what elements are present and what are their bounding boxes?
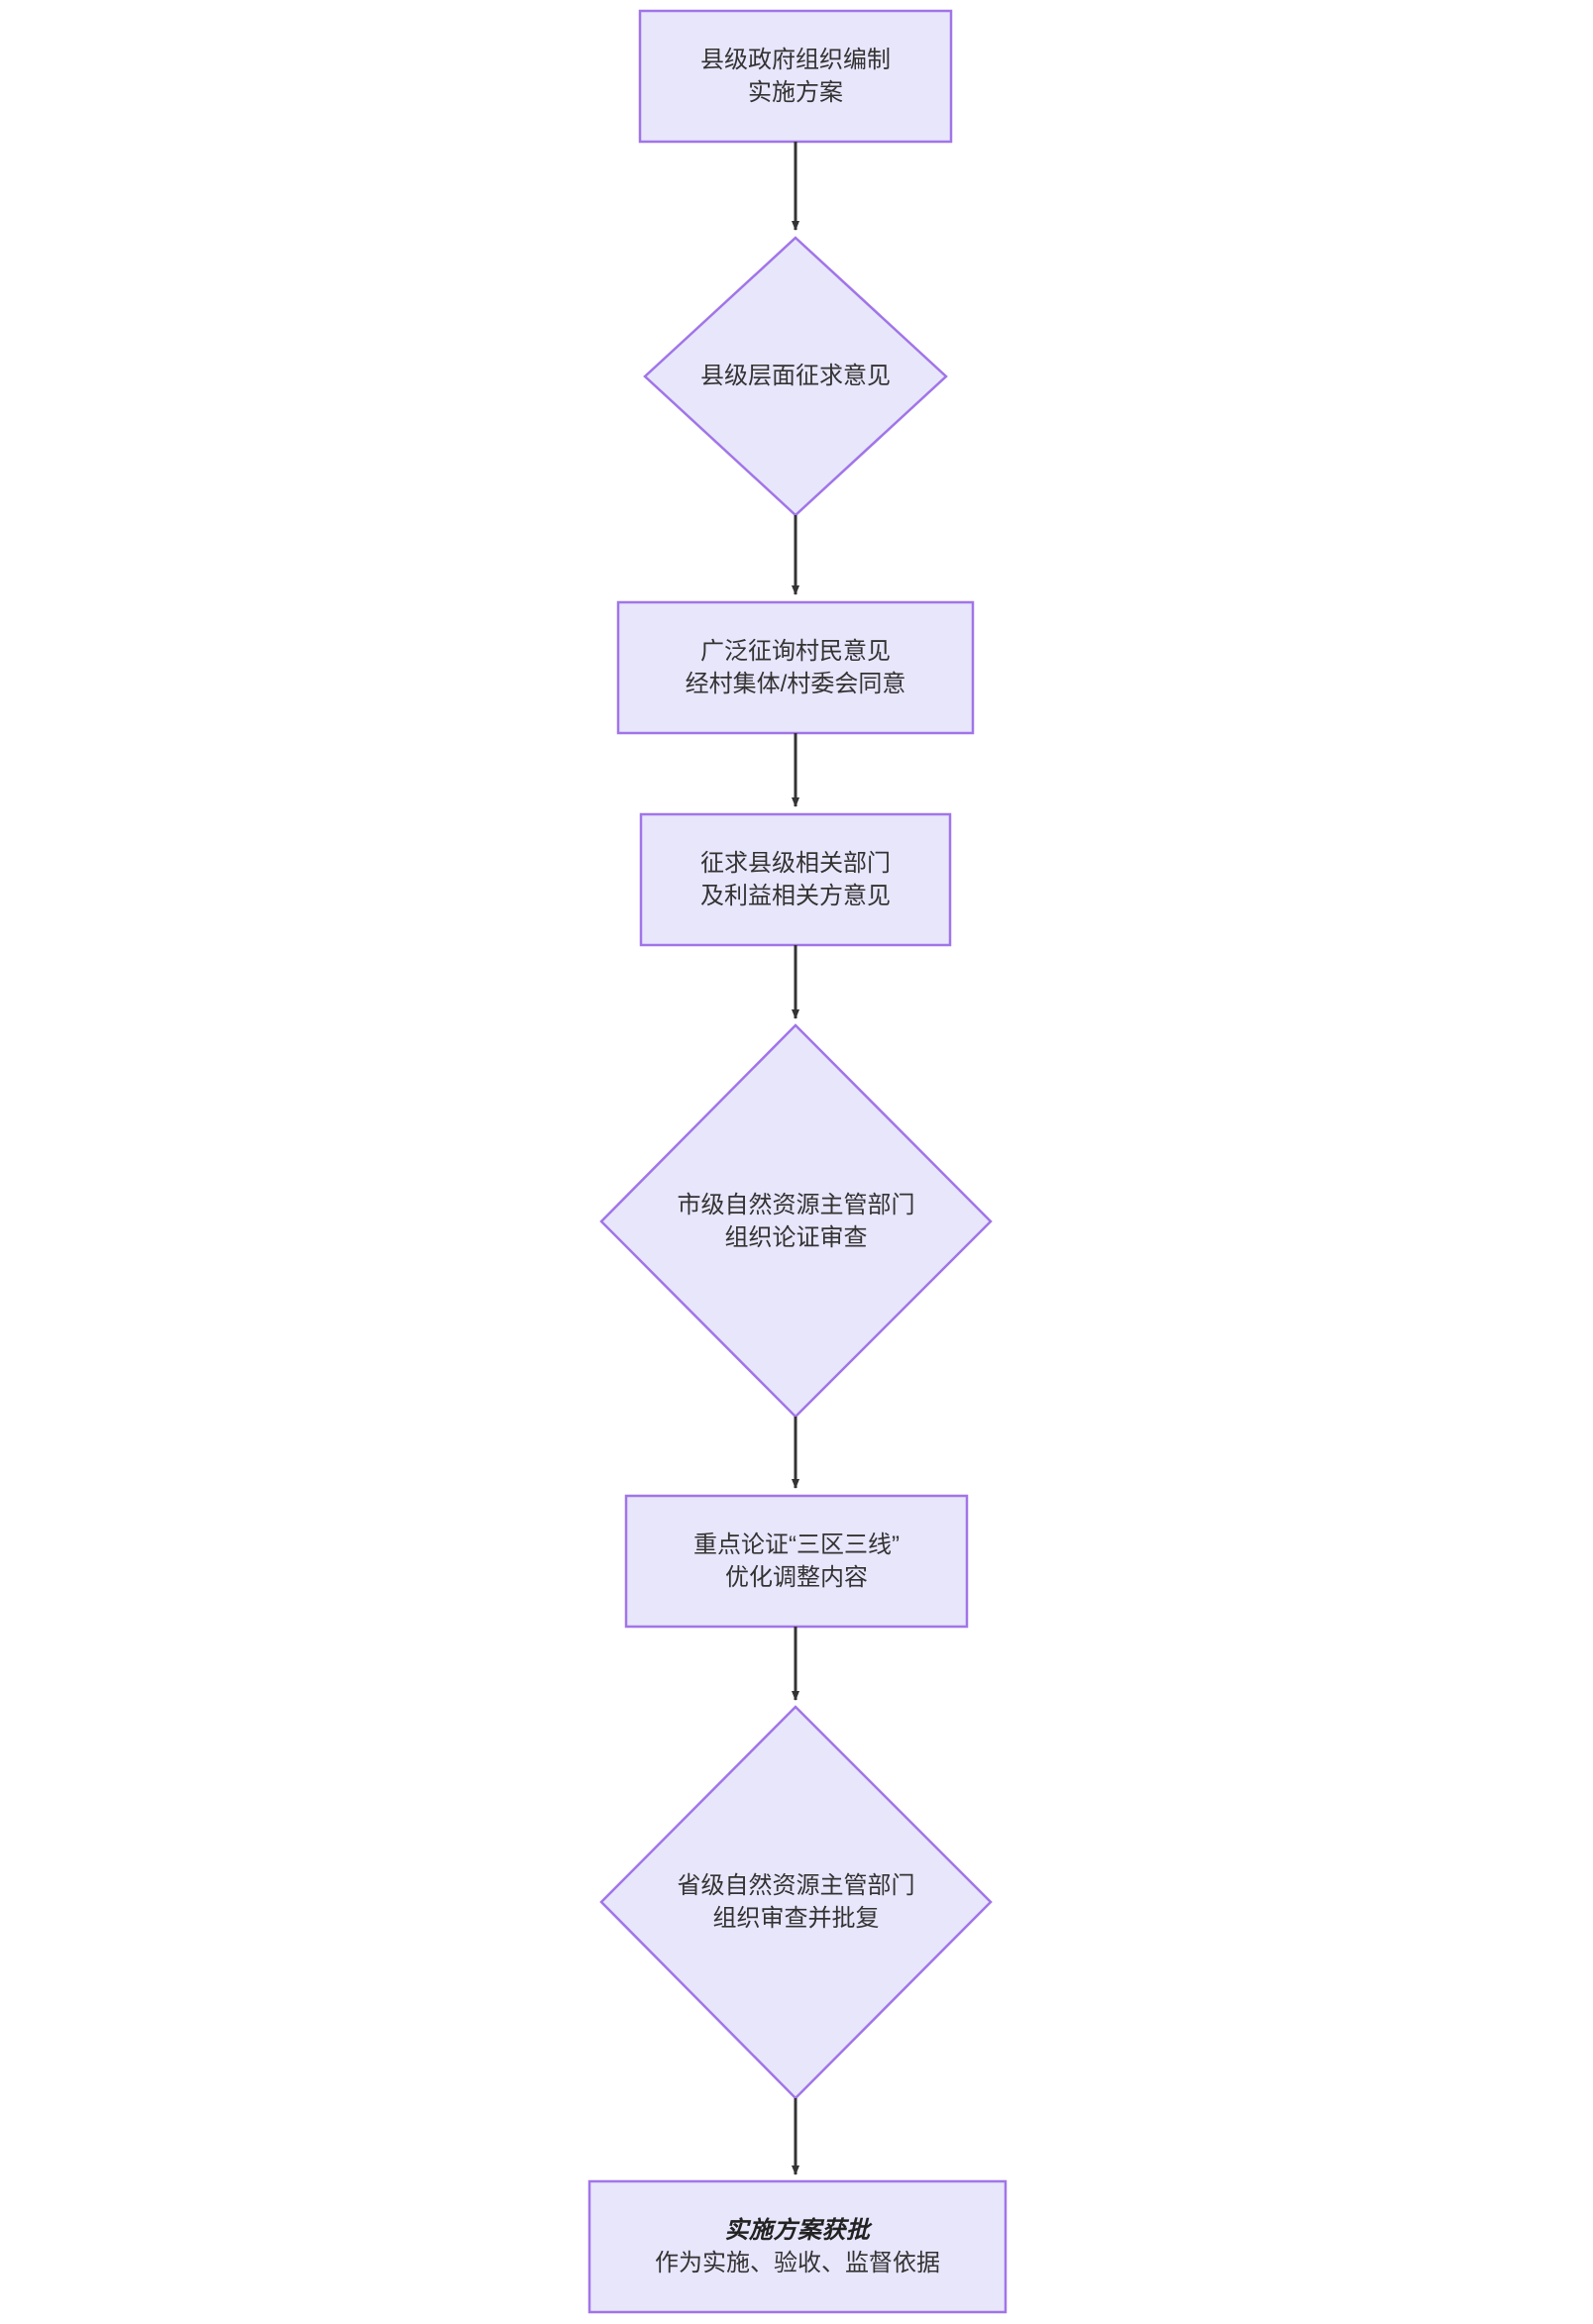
node-shape-n5[interactable] <box>599 1023 993 1419</box>
node-shape-n3[interactable] <box>616 600 975 735</box>
node-shape-n1[interactable] <box>638 9 953 144</box>
node-shape-n2[interactable] <box>643 236 948 517</box>
node-shape-n7[interactable] <box>599 1705 993 2100</box>
node-shape-n8[interactable] <box>587 2179 1008 2314</box>
node-shape-n4[interactable] <box>639 812 952 947</box>
node-shape-n6[interactable] <box>624 1494 969 1629</box>
